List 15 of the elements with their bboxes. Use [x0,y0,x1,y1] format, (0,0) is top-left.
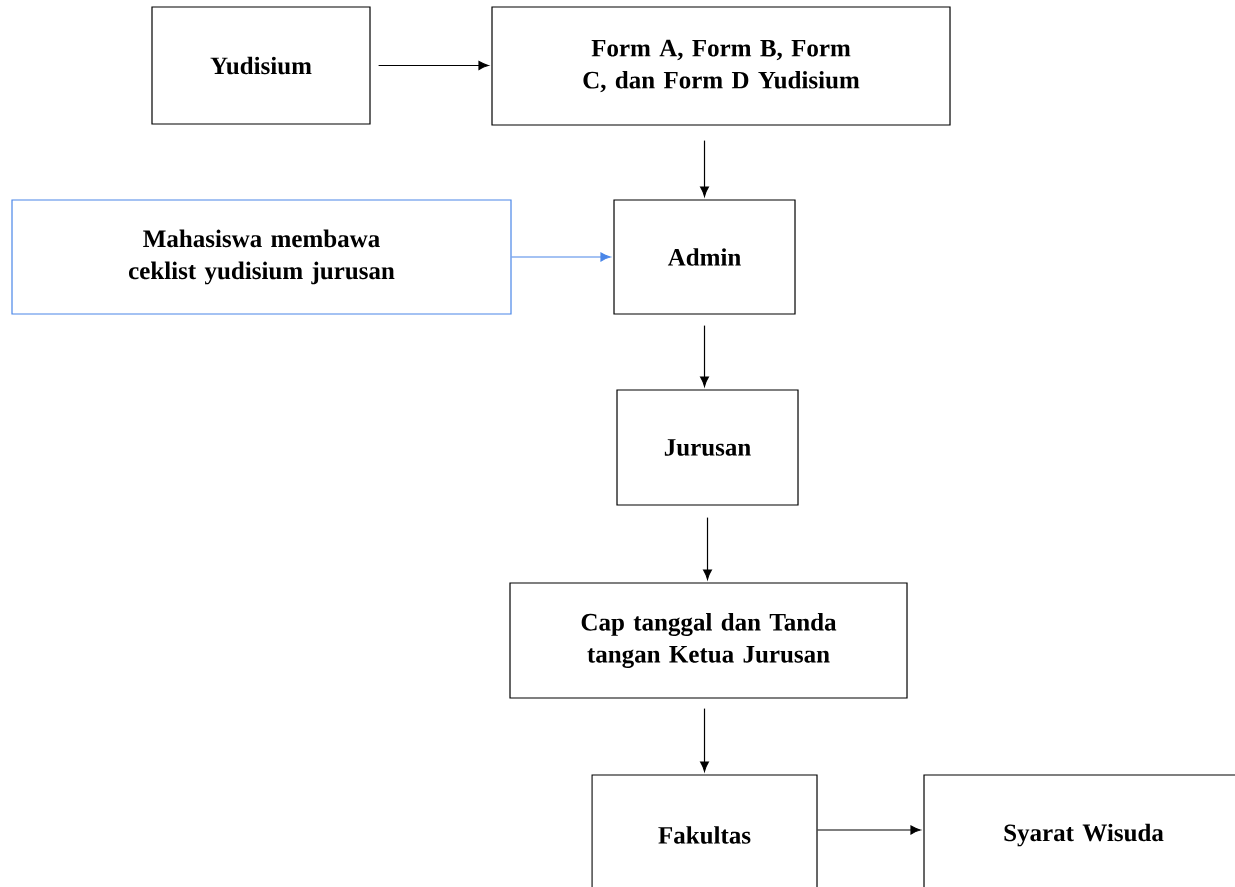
process-box: Admin [613,199,796,315]
process-box: Yudisium [151,6,371,125]
process-box: Mahasiswa membawa ceklist yudisium jurusan [11,199,512,315]
process-box: Cap tanggal dan Tanda tangan Ketua Jurusan [509,582,908,699]
arrow [700,708,709,772]
arrow [511,252,611,262]
arrow [817,825,921,835]
process-box: Syarat Wisuda [923,774,1235,887]
arrow [700,140,709,197]
process-box: Fakultas [591,774,818,887]
arrow [378,61,489,70]
arrow [703,517,712,580]
arrow [700,325,709,387]
process-box: Form A, Form B, Form C, dan Form D Yudisium [491,6,951,126]
process-box: Jurusan [616,389,799,506]
